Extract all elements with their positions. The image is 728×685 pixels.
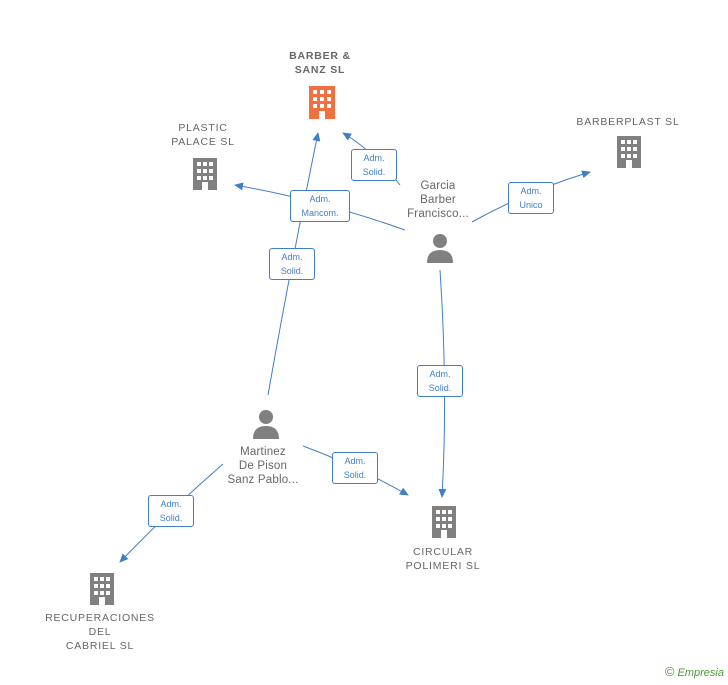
martinez-pison-label[interactable]: Martinez De Pison Sanz Pablo... [227, 446, 299, 486]
barberplast-label[interactable]: BARBERPLAST SL [576, 116, 680, 128]
brand-name: Empresia [677, 667, 724, 679]
edge-label-garcia-circular[interactable]: Adm. Solid. [417, 365, 463, 397]
building-icon[interactable] [306, 85, 338, 120]
edge-label-martinez-barber-sanz[interactable]: Adm. Solid. [269, 248, 315, 280]
edge-label-martinez-recuperaciones[interactable]: Adm. Solid. [148, 495, 194, 527]
brand-watermark: © Empresia [665, 664, 724, 679]
barber-sanz-label[interactable]: BARBER & SANZ SL [289, 50, 351, 76]
building-icon[interactable] [429, 505, 459, 539]
edge-label-garcia-barberplast[interactable]: Adm. Unico [508, 182, 554, 214]
building-icon[interactable] [190, 157, 220, 191]
edge-label-martinez-circular[interactable]: Adm. Solid. [332, 452, 378, 484]
garcia-barber-label[interactable]: Garcia Barber Francisco... [407, 180, 469, 220]
person-icon[interactable] [425, 233, 455, 263]
edge-label-garcia-barber-sanz[interactable]: Adm. Solid. [351, 149, 397, 181]
building-icon[interactable] [614, 135, 644, 169]
edge-label-garcia-plastic-palace[interactable]: Adm. Mancom. [290, 190, 350, 222]
copyright-symbol: © [664, 664, 675, 679]
circular-polimeri-label[interactable]: CIRCULAR POLIMERI SL [405, 546, 481, 572]
building-icon[interactable] [87, 572, 117, 606]
person-icon[interactable] [251, 409, 281, 439]
plastic-palace-label[interactable]: PLASTIC PALACE SL [171, 122, 235, 148]
recuperaciones-label[interactable]: RECUPERACIONES DEL CABRIEL SL [45, 612, 155, 652]
